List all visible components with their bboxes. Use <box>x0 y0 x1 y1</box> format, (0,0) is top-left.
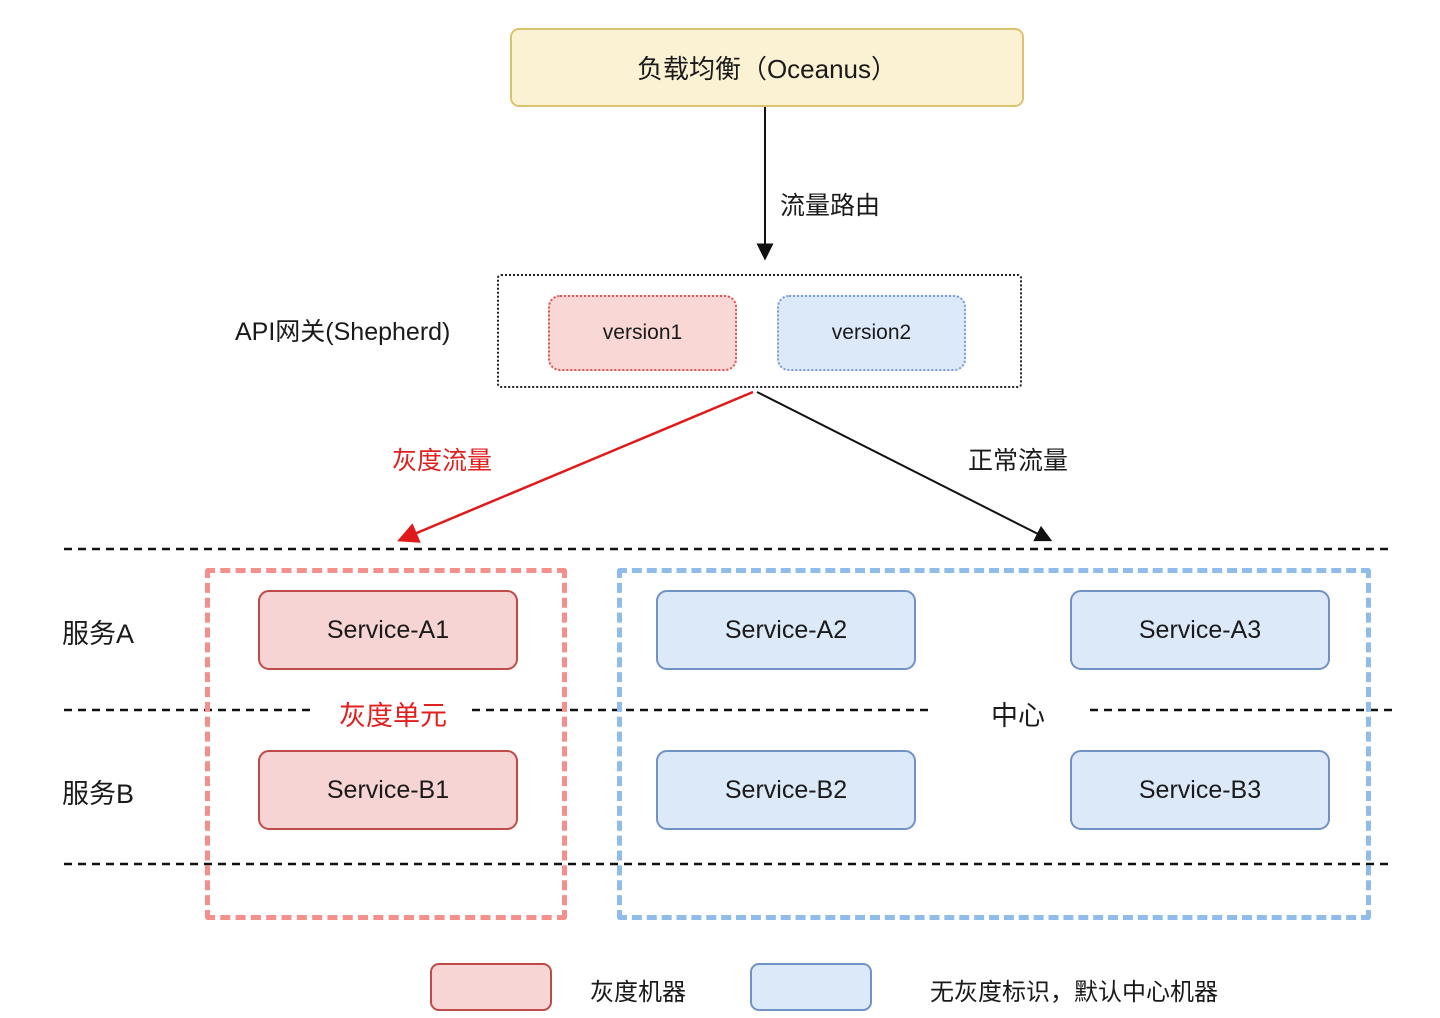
service-a3-label: Service-A3 <box>1138 615 1262 644</box>
service-a2-box: Service-A2 <box>656 590 916 670</box>
load-balancer-box: 负载均衡（Oceanus） <box>510 28 1024 107</box>
load-balancer-label: 负载均衡（Oceanus） <box>636 54 898 84</box>
service-b2-label: Service-B2 <box>724 775 848 804</box>
service-a1-label: Service-A1 <box>326 615 450 644</box>
api-gateway-box: version1 version2 <box>497 274 1022 388</box>
version1-label: version1 <box>602 321 683 344</box>
legend-blue-swatch <box>750 963 872 1011</box>
version2-box: version2 <box>777 295 966 371</box>
route-label: 流量路由 <box>780 192 881 220</box>
legend-gray-label: 灰度机器 <box>590 979 686 1006</box>
service-b1-label: Service-B1 <box>326 775 450 804</box>
service-a2-label: Service-A2 <box>724 615 848 644</box>
gray-unit-region <box>205 568 567 920</box>
row-label-service-b: 服务B <box>62 779 135 809</box>
normal-traffic-label: 正常流量 <box>968 447 1069 475</box>
row-label-service-a: 服务A <box>62 619 135 649</box>
gray-traffic-label: 灰度流量 <box>392 447 493 475</box>
gray-unit-label: 灰度单元 <box>318 694 468 733</box>
service-b3-box: Service-B3 <box>1070 750 1330 830</box>
service-b3-label: Service-B3 <box>1138 775 1262 804</box>
service-b2-box: Service-B2 <box>656 750 916 830</box>
center-region <box>617 568 1371 920</box>
legend-gray-swatch <box>430 963 552 1011</box>
version1-box: version1 <box>548 295 737 371</box>
service-a3-box: Service-A3 <box>1070 590 1330 670</box>
center-label: 中心 <box>950 694 1086 733</box>
api-gateway-label: API网关(Shepherd) <box>235 318 451 346</box>
legend-blue-label: 无灰度标识，默认中心机器 <box>930 979 1218 1006</box>
service-b1-box: Service-B1 <box>258 750 518 830</box>
service-a1-box: Service-A1 <box>258 590 518 670</box>
version2-label: version2 <box>831 321 912 344</box>
